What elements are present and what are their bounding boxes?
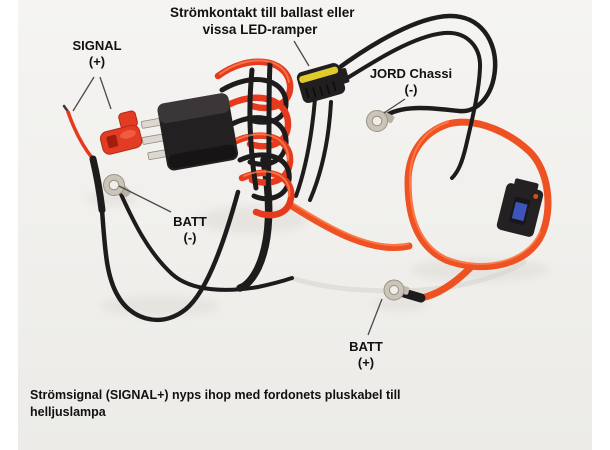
annotation-jord: JORD Chassi (-) [356, 66, 466, 99]
annotation-line: (-) [404, 82, 418, 98]
leader-line-signal-splice [99, 76, 112, 110]
ring-terminal-jord [366, 110, 395, 132]
fuse-holder [496, 178, 544, 237]
annotation-line: vissa LED-ramper [202, 21, 318, 37]
relay-top-face [157, 93, 230, 124]
connector-pigtail-1 [294, 97, 317, 198]
annotation-batt-plus: BATT (+) [331, 339, 401, 372]
ring-terminal-batt-plus [383, 279, 410, 301]
annotation-line: SIGNAL [72, 38, 122, 53]
battery-plus-wire-feed-highlight [293, 203, 409, 247]
wire-bundle-coil [214, 58, 295, 219]
fuse [511, 201, 528, 222]
annotation-line: BATT [349, 339, 383, 354]
battery-plus-wire-feed [288, 202, 413, 251]
battery-plus-wire-loop-highlight [408, 121, 541, 265]
annotation-batt-minus: BATT (-) [155, 214, 225, 247]
leader-line-jord [383, 98, 406, 114]
splice-slot [106, 134, 119, 149]
quick-splice-connector [99, 110, 143, 155]
caption-line: helljuslampa [30, 404, 106, 419]
leader-line-batt-plus [367, 298, 383, 336]
relay-bottom-shade [168, 144, 236, 169]
connector-pigtail-2 [308, 100, 333, 202]
caption-text: Strömsignal (SIGNAL+) nyps ihop med ford… [30, 387, 460, 421]
battery-plus-wire-loop [404, 118, 552, 271]
ballast-connector [296, 62, 350, 104]
annotation-line: JORD Chassi [369, 66, 453, 81]
battery-minus-wire [118, 190, 294, 292]
splice-highlight [120, 130, 136, 139]
caption-line: Strömsignal (SIGNAL+) nyps ihop med ford… [30, 388, 401, 402]
annotation-line: (+) [88, 54, 106, 70]
signal-wire-sheath [89, 155, 106, 214]
annotation-stromkontakt: Strömkontakt till ballast eller vissa LE… [170, 5, 355, 39]
annotation-line: BATT [173, 214, 207, 229]
ground-wire-loop [333, 13, 498, 120]
annotation-line: Strömkontakt till ballast eller [170, 5, 355, 20]
signal-wire-run [99, 189, 241, 323]
annotation-line: (+) [357, 355, 375, 371]
signal-wire-red [66, 110, 95, 161]
connector-ribs [305, 81, 337, 99]
leader-line-signal-wire [72, 76, 95, 112]
fuse-holder-hole [533, 193, 539, 199]
annotation-signal: SIGNAL (+) [57, 38, 137, 71]
ring-terminal-batt-minus [103, 174, 131, 197]
ground-wire-inner-strand [339, 30, 483, 180]
leader-line-batt-minus [118, 185, 172, 213]
relay [140, 93, 239, 171]
annotation-line: (-) [183, 230, 197, 246]
leader-line-stromkontakt [293, 40, 310, 67]
connector-seal-band [299, 66, 339, 83]
